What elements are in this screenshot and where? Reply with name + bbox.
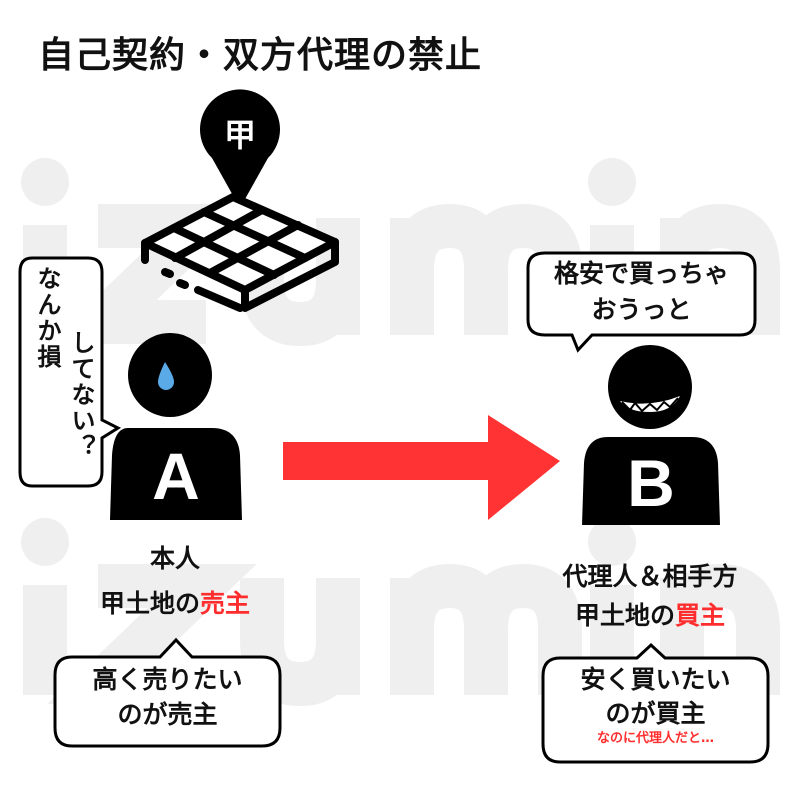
person-b-description: 甲土地の買主 — [520, 602, 780, 630]
b-bubble-note: なのに代理人だと… — [596, 730, 714, 746]
seller-highlight: 売主 — [200, 589, 251, 618]
desc-prefix: 甲土地の — [574, 601, 675, 630]
buyer-highlight: 買主 — [675, 601, 726, 630]
a-bubble-text: 高く売りたい のが売主 — [55, 662, 280, 732]
speech-bubble-a-seller — [53, 637, 282, 748]
arrow-a-to-b — [283, 415, 560, 520]
b-bubble-text: 安く買いたい のが買主 なのに代理人だと… — [543, 663, 768, 747]
speech-bubble-b-thought — [526, 251, 757, 353]
b-bubble-line2: のが買主 — [605, 698, 706, 728]
page-title: 自己契約・双方代理の禁止 — [38, 35, 483, 76]
person-a-avatar — [110, 333, 242, 520]
speech-bubble-a-thought — [18, 256, 122, 488]
person-b-avatar — [582, 345, 720, 525]
a-bubble-line2: のが売主 — [117, 700, 218, 729]
location-pin-icon — [200, 89, 280, 208]
pin-label: 甲 — [223, 116, 256, 154]
person-a-description: 甲土地の売主 — [45, 590, 305, 618]
person-b-role: 代理人＆相手方 — [562, 562, 738, 591]
sweat-drop-icon — [158, 362, 174, 390]
desc-prefix: 甲土地の — [99, 589, 200, 618]
land-parcel-icon — [141, 193, 339, 312]
b-thought-line2: おうっと — [591, 295, 692, 325]
speech-bubble-b-buyer — [541, 642, 770, 764]
a-thought-line1: なんか損 — [33, 266, 61, 370]
person-b-letter: B — [627, 446, 675, 520]
b-bubble-line1: 安く買いたい — [580, 665, 731, 694]
b-thought-text: 格安で買っちゃ おうっと — [528, 256, 755, 329]
b-thought-line1: 格安で買っちゃ — [553, 259, 729, 288]
person-a-role: 本人 — [149, 544, 200, 573]
person-a-letter: A — [152, 439, 200, 513]
a-bubble-line1: 高く売りたい — [92, 665, 243, 694]
a-thought-line2: してない？ — [67, 330, 95, 460]
